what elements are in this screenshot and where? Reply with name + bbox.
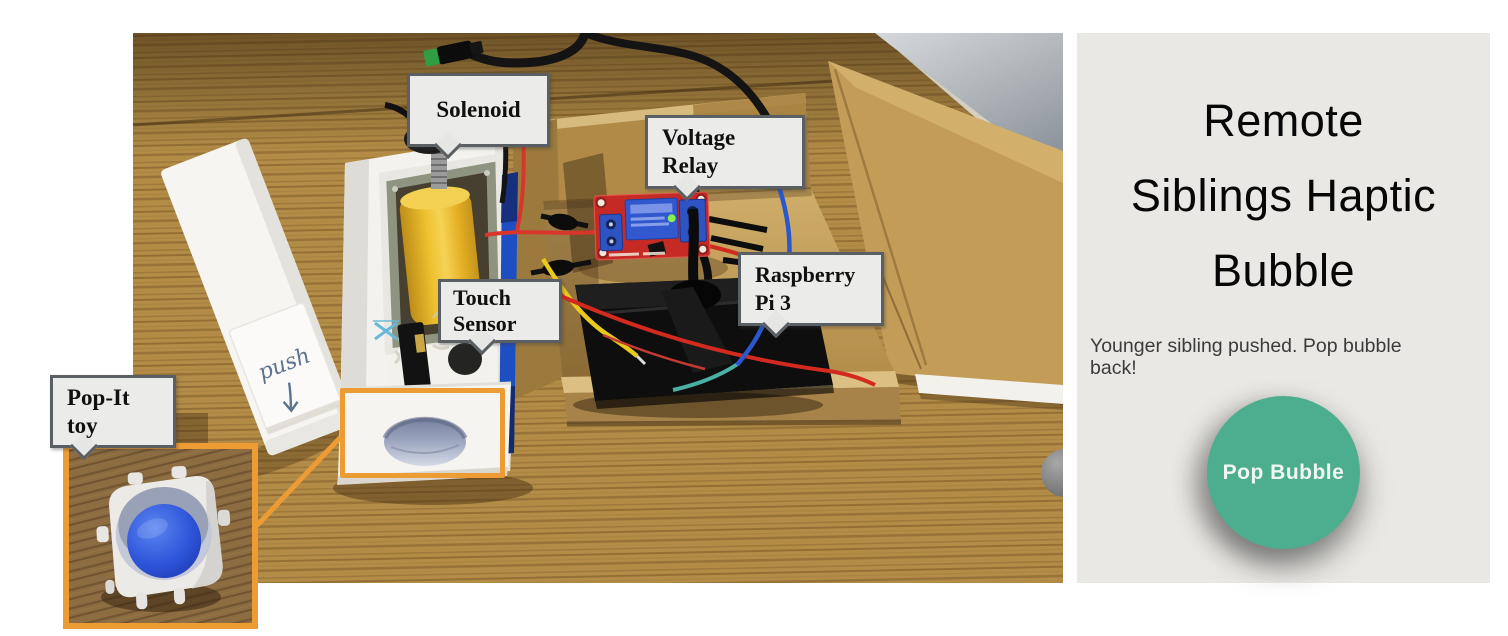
label-solenoid: Solenoid xyxy=(407,73,550,160)
label-pop-it-toy: Pop-It toy xyxy=(50,375,176,461)
pop-it-hole-highlight xyxy=(340,388,505,478)
label-raspberry-pi: Raspberry Pi 3 xyxy=(738,252,884,339)
relay-led xyxy=(667,214,676,223)
page-title-line: Bubble xyxy=(1211,245,1356,296)
label-touch-sensor: Touch Sensor xyxy=(438,279,562,356)
label-voltage-relay: Voltage Relay xyxy=(645,115,805,202)
touch-sensor-component xyxy=(397,322,431,406)
label-voltage-relay-text: Voltage Relay xyxy=(662,125,736,178)
dc-connector xyxy=(423,40,484,67)
solenoid-plunger xyxy=(431,147,447,189)
pop-it-inset-photo xyxy=(63,443,258,629)
label-pop-it-toy-text: Pop-It toy xyxy=(67,384,130,438)
hardware-photo-scene: push xyxy=(133,33,1063,583)
hardware-photo: push xyxy=(133,33,1063,583)
app-panel: Remote Siblings Haptic Bubble Younger si… xyxy=(1077,33,1490,583)
pop-it-bubble xyxy=(127,503,202,578)
pop-it-toy-cup xyxy=(96,465,231,610)
gray-object xyxy=(1041,449,1063,497)
label-touch-sensor-text: Touch Sensor xyxy=(453,285,517,336)
page-title-line: Siblings Haptic xyxy=(1130,170,1437,221)
page-title: Remote Siblings Haptic Bubble xyxy=(1077,83,1490,308)
label-solenoid-text: Solenoid xyxy=(436,97,521,122)
white-lid: push xyxy=(161,138,356,456)
page-title-line: Remote xyxy=(1203,95,1364,146)
pop-it-hole xyxy=(384,418,466,466)
status-text: Younger sibling pushed. Pop bubble back! xyxy=(1090,335,1402,379)
pop-it-inset-scene xyxy=(69,449,252,623)
label-raspberry-pi-text: Raspberry Pi 3 xyxy=(755,262,856,315)
down-arrow-icon xyxy=(287,382,293,410)
paper-sheet xyxy=(915,374,1063,404)
pop-bubble-button-label: Pop Bubble xyxy=(1222,460,1345,484)
pop-bubble-button[interactable]: Pop Bubble xyxy=(1207,396,1360,549)
